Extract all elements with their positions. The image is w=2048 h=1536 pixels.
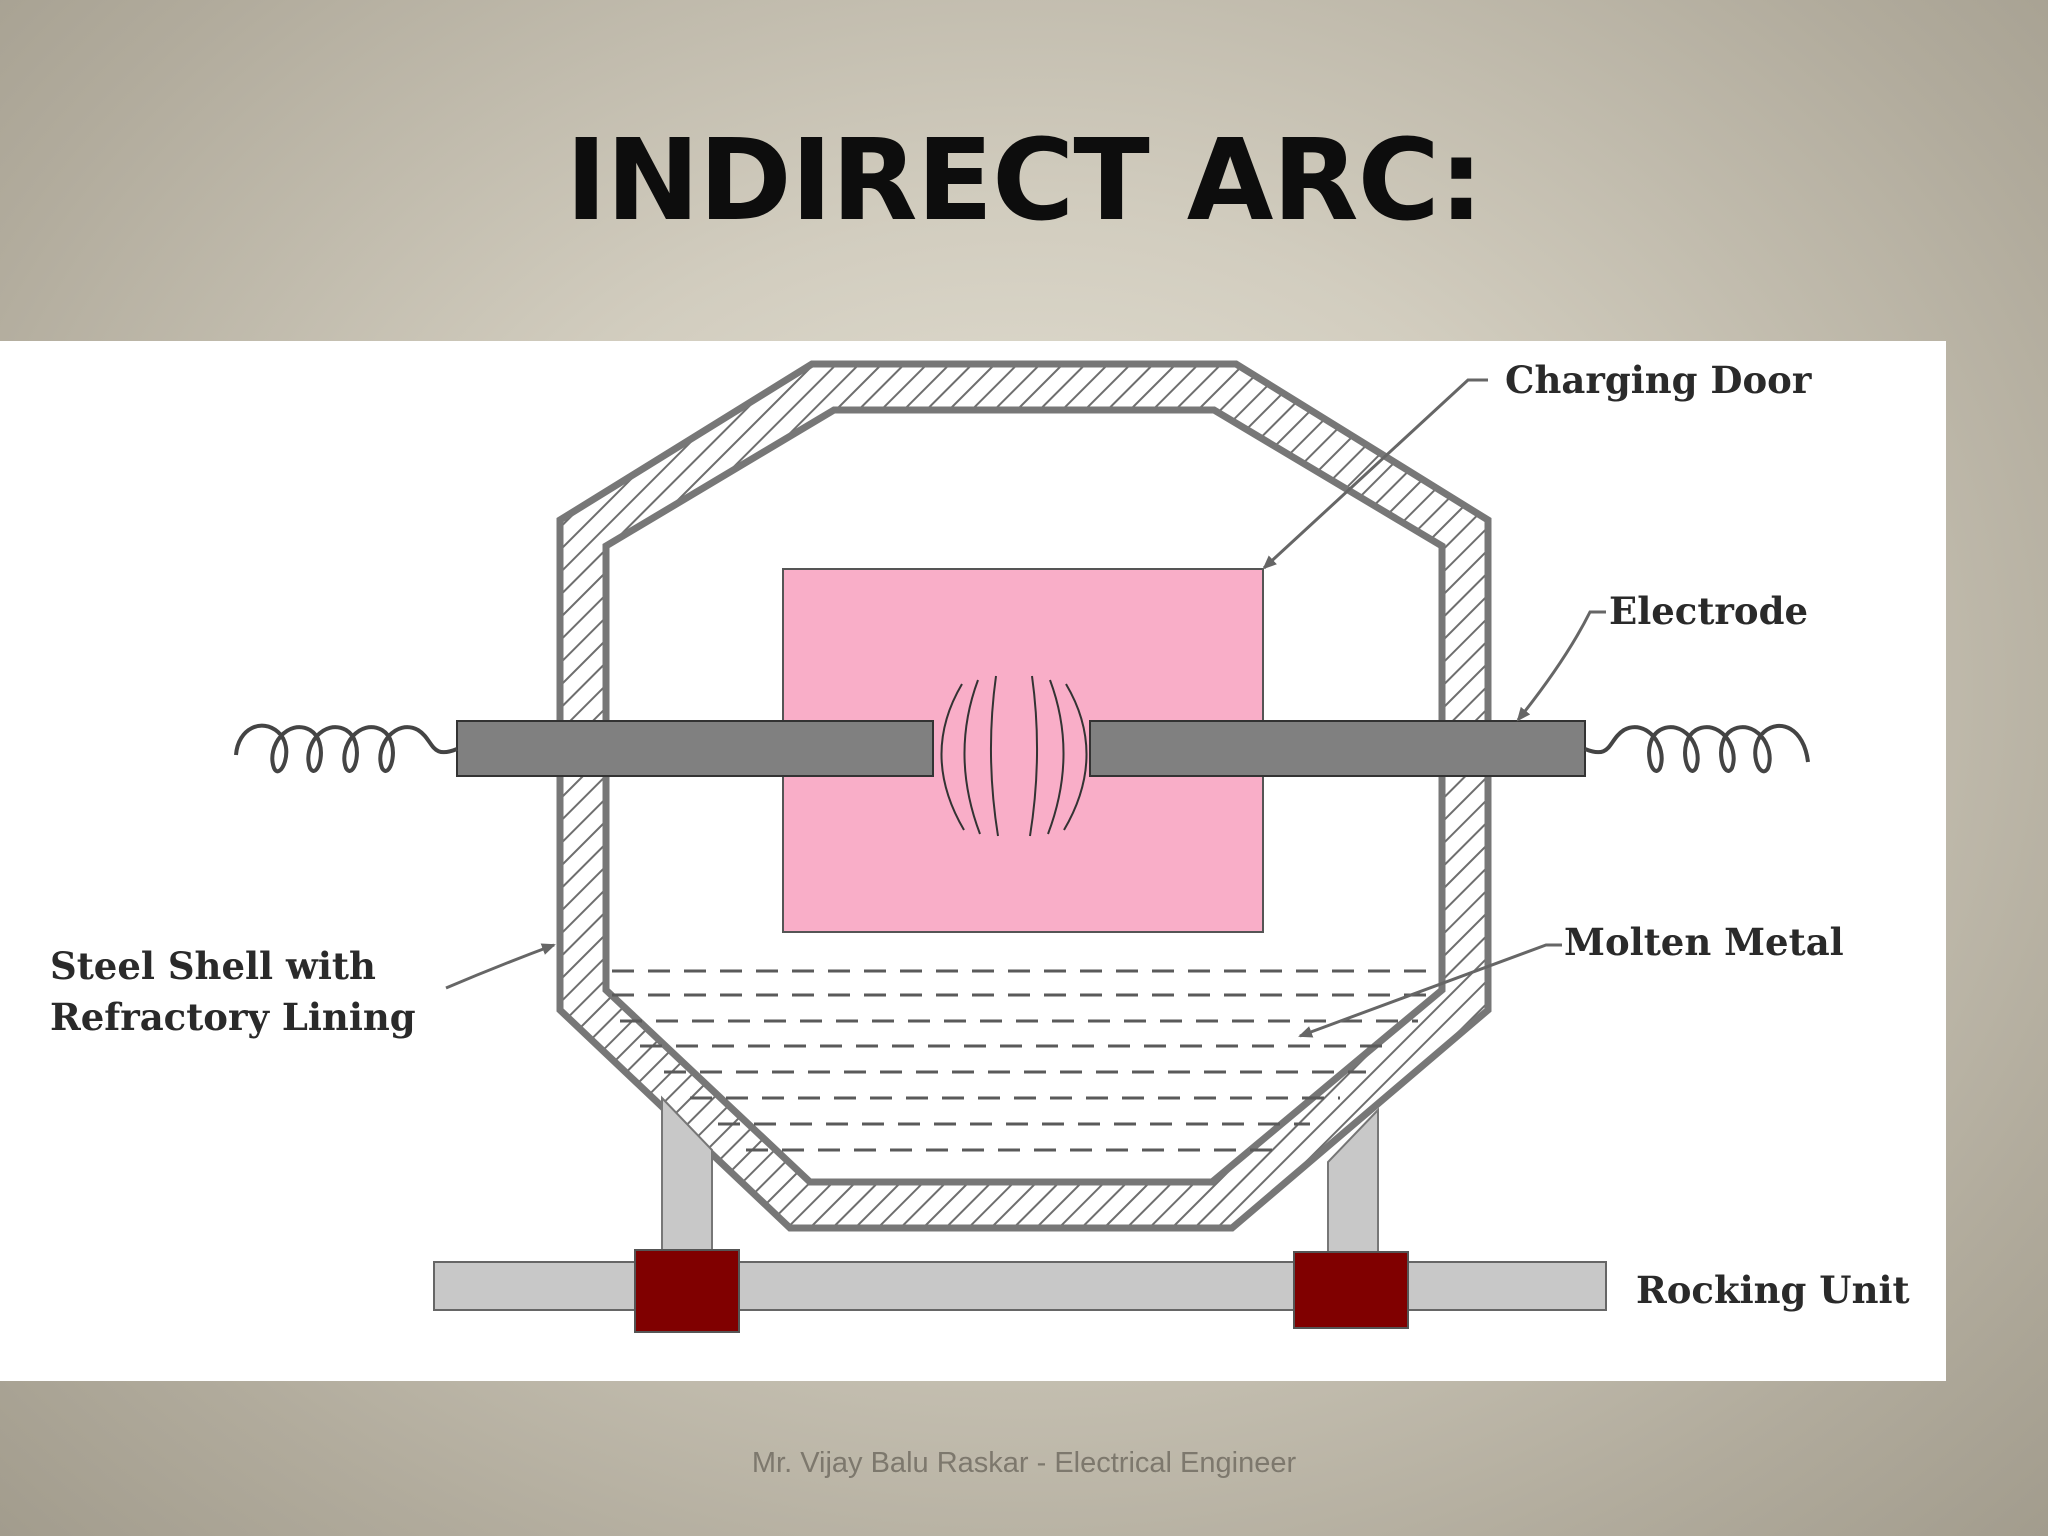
furnace-diagram: Charging Door Electrode Molten Metal Ste… xyxy=(0,341,1946,1381)
label-electrode: Electrode xyxy=(1609,589,1808,633)
slide-footer: Mr. Vijay Balu Raskar - Electrical Engin… xyxy=(751,1447,1297,1479)
furnace-shell xyxy=(556,360,1492,1232)
label-steel-shell-line1: Steel Shell with xyxy=(50,944,376,988)
molten-metal-lines xyxy=(612,969,1438,1152)
label-rocking-unit: Rocking Unit xyxy=(1636,1268,1910,1312)
rocking-unit-bar xyxy=(433,1261,1607,1311)
electrode-left xyxy=(456,720,934,777)
rocking-clamp-right xyxy=(1293,1251,1409,1329)
indirect-arc-furnace-svg: Charging Door Electrode Molten Metal Ste… xyxy=(50,358,1910,1333)
coil-right xyxy=(1584,723,1810,773)
label-charging-door: Charging Door xyxy=(1505,358,1812,402)
coil-left xyxy=(234,723,458,773)
arc-discharge xyxy=(940,675,1088,837)
electrode-right xyxy=(1089,720,1586,777)
label-steel-shell-line2: Refractory Lining xyxy=(50,995,416,1039)
leader-lines xyxy=(445,378,1606,1038)
rocking-clamp-left xyxy=(634,1249,740,1333)
label-molten-metal: Molten Metal xyxy=(1564,920,1844,964)
slide-title: INDIRECT ARC: xyxy=(565,116,1483,246)
